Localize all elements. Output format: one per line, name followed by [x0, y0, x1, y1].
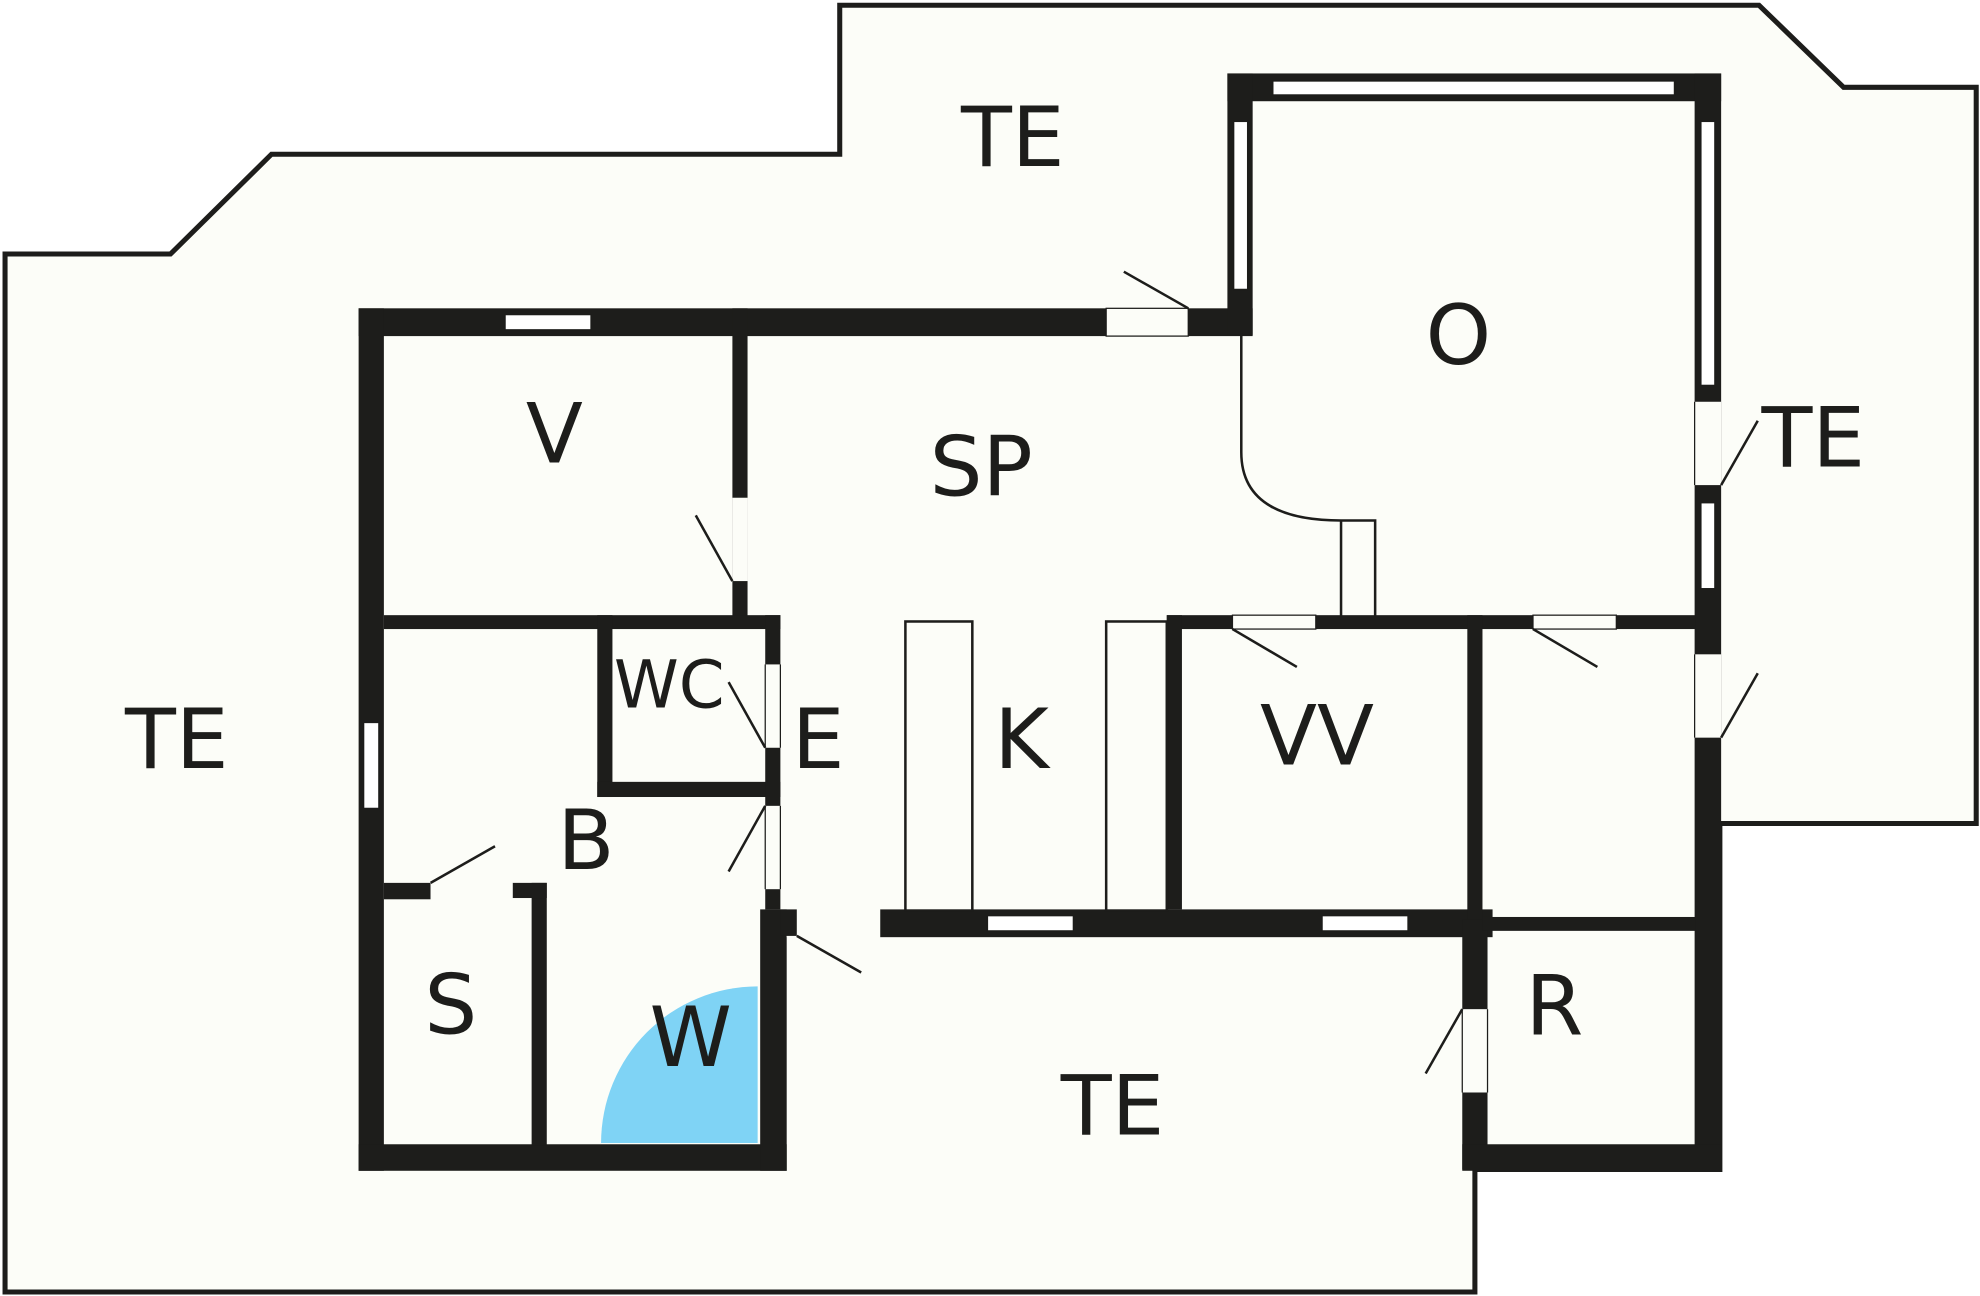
wall-w-right — [760, 909, 787, 1171]
door-gap-br2 — [1532, 615, 1617, 630]
label-e: E — [792, 691, 845, 788]
door-r — [1424, 1008, 1464, 1075]
wall-s-right — [531, 882, 547, 1146]
label-vv: VV — [1260, 687, 1374, 784]
door-openings — [430, 308, 1722, 1093]
door-gap-r — [1462, 1009, 1488, 1093]
kitchen-counter-left — [904, 620, 974, 912]
door-s — [429, 845, 496, 884]
label-b: B — [557, 792, 614, 889]
label-te-left: TE — [124, 691, 229, 788]
door-gap-v — [732, 497, 748, 582]
door-room-right — [1720, 672, 1759, 739]
window-v-top — [504, 314, 592, 331]
door-stub-main — [780, 909, 797, 936]
label-te-top: TE — [960, 89, 1065, 186]
label-te-bottom: TE — [1060, 1057, 1165, 1154]
door-v — [694, 514, 734, 582]
window-k-bottom — [986, 915, 1074, 932]
window-o-right-2 — [1700, 502, 1716, 590]
fixtures — [904, 333, 1377, 912]
label-sp: SP — [930, 418, 1033, 515]
window-o-top — [1272, 80, 1676, 96]
window-o-left — [1233, 120, 1249, 291]
label-te-right: TE — [1761, 389, 1866, 486]
label-s: S — [424, 956, 477, 1053]
window-o-right-1 — [1700, 120, 1716, 386]
door-o-right — [1720, 420, 1759, 486]
label-w: W — [650, 989, 732, 1086]
label-k: K — [994, 691, 1051, 788]
wall-r-bottom — [1462, 1144, 1722, 1171]
wall-vv-right — [1467, 615, 1483, 920]
wall-s-top — [383, 882, 431, 900]
door-main-entry — [796, 934, 862, 974]
wall-bottom-left — [358, 1144, 787, 1171]
label-o: O — [1426, 287, 1492, 384]
windows — [363, 80, 1716, 932]
label-wc: WC — [614, 648, 725, 724]
door-gap-s — [430, 882, 513, 900]
door-gap-sp-top — [1106, 308, 1189, 337]
door-vv — [1231, 627, 1298, 669]
wall-s-stub — [512, 882, 547, 899]
kitchen-counter-right — [1104, 620, 1169, 912]
o-opening-curve — [1240, 333, 1377, 617]
door-gap-room-right — [1694, 654, 1722, 738]
door-swings — [429, 270, 1759, 1075]
door-br2 — [1532, 627, 1599, 669]
label-v: V — [526, 386, 583, 483]
door-gap-wc — [765, 664, 781, 748]
label-r: R — [1525, 958, 1583, 1055]
door-frames — [764, 307, 1696, 1093]
wall-v-bottom — [383, 615, 781, 630]
door-gap-main — [786, 909, 881, 938]
shower-area — [601, 986, 758, 1143]
door-gap-o-right — [1694, 401, 1722, 486]
window-b-left — [363, 721, 380, 810]
wall-vv-left — [1166, 615, 1182, 910]
door-wc — [727, 681, 767, 749]
wall-wc-bottom — [597, 781, 781, 798]
wall-wc-left — [597, 615, 613, 798]
wall-r-top — [1482, 916, 1696, 931]
door-gap-vv — [1232, 615, 1316, 630]
door-gap-b — [765, 805, 781, 890]
door-sp-top — [1123, 270, 1189, 310]
window-vv-bottom — [1321, 915, 1409, 932]
door-b — [727, 805, 767, 873]
